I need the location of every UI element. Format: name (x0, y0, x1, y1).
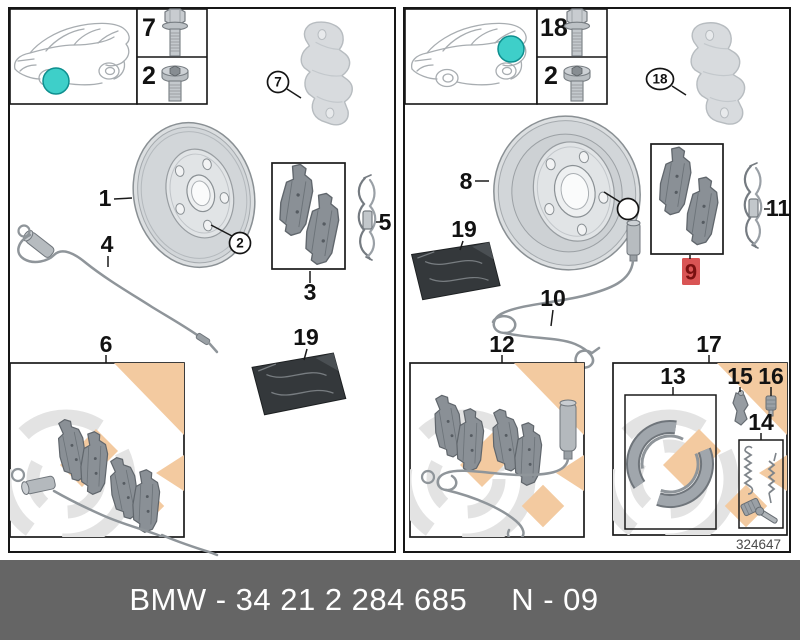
callout-sensor[interactable]: 4 (101, 231, 114, 257)
rear-brake-drawing: 18 2 18 8 19 10 9 11 (404, 8, 791, 552)
callout-pad-box[interactable]: 3 (304, 279, 317, 305)
fastener-cell-label[interactable]: 7 (142, 14, 156, 42)
retaining-spring-drawing (743, 161, 763, 250)
caliper-carrier-drawing (297, 20, 357, 127)
pin-drawing (765, 395, 777, 417)
footer-text: BMW - 34 21 2 284 685 N - 09 (129, 582, 598, 618)
front-brake-panel: 7 2 7 1 2 4 3 5 (8, 7, 396, 557)
callout-expander[interactable]: 15 (727, 363, 753, 389)
revision-text: N - 09 (511, 582, 599, 617)
location-dot (497, 35, 525, 63)
callout-kit-box[interactable]: 6 (100, 331, 113, 357)
svg-text:2: 2 (236, 236, 244, 251)
callout-shoe-kit[interactable]: 17 (696, 331, 722, 357)
callout-pin[interactable]: 16 (758, 363, 784, 389)
callout-carrier[interactable]: 18 (645, 67, 675, 91)
callout-grease[interactable]: 19 (293, 324, 319, 350)
callout-hardware-kit[interactable]: 14 (748, 409, 774, 435)
grease-packet-drawing (250, 351, 348, 416)
drawing-number: 324647 (736, 537, 781, 552)
callout-disc[interactable]: 8 (460, 168, 473, 194)
svg-text:18: 18 (652, 72, 668, 87)
callout-shoes[interactable]: 13 (660, 363, 686, 389)
rear-brake-panel: 18 2 18 8 19 10 9 11 (403, 7, 791, 553)
callout-pad-box-highlighted[interactable]: 9 (682, 258, 700, 285)
callout-kit-box[interactable]: 12 (489, 331, 515, 357)
svg-text:9: 9 (685, 260, 697, 285)
kit-box-content (0, 363, 184, 537)
kit-box-content (388, 363, 584, 537)
leader-lines (105, 88, 380, 363)
callout-disc[interactable]: 1 (99, 185, 112, 211)
fastener-table: 7 2 (136, 8, 208, 105)
brake-disc-drawing (478, 101, 656, 285)
callout-grease[interactable]: 19 (451, 216, 477, 242)
expander-drawing (732, 390, 749, 426)
brake-disc-drawing (117, 108, 271, 282)
front-brake-drawing: 7 2 7 1 2 4 3 5 (9, 8, 392, 557)
fastener-cell-label[interactable]: 2 (142, 62, 156, 90)
wear-sensor-drawing (17, 224, 219, 354)
sensor-cable-tail (160, 533, 219, 557)
footer-bar: BMW - 34 21 2 284 685 N - 09 (0, 560, 800, 640)
part-number-text: BMW - 34 21 2 284 685 (129, 582, 468, 617)
leader-lines (459, 85, 772, 440)
car-locator-box (9, 8, 138, 105)
callout-sensor[interactable]: 10 (540, 285, 566, 311)
fastener-table: 18 2 (536, 8, 608, 105)
fastener-cell-label[interactable]: 2 (544, 62, 558, 90)
svg-text:7: 7 (274, 75, 282, 90)
retaining-spring-drawing (357, 173, 377, 262)
wear-sensor-drawing (491, 219, 641, 369)
hardware-kit-drawing (740, 445, 778, 524)
shoe-box (624, 394, 717, 530)
callout-spring[interactable]: 11 (766, 195, 791, 221)
callout-hub-screw[interactable]: 2 (228, 231, 252, 255)
callout-hub-screw[interactable] (616, 197, 640, 221)
grease-packet-drawing (410, 241, 502, 301)
highlight-badge (682, 258, 700, 285)
fastener-cell-label[interactable]: 18 (540, 14, 568, 42)
callout-spring[interactable]: 5 (379, 209, 392, 235)
caliper-carrier-drawing (689, 20, 747, 127)
callout-carrier[interactable]: 7 (266, 70, 290, 94)
location-dot (42, 67, 70, 95)
